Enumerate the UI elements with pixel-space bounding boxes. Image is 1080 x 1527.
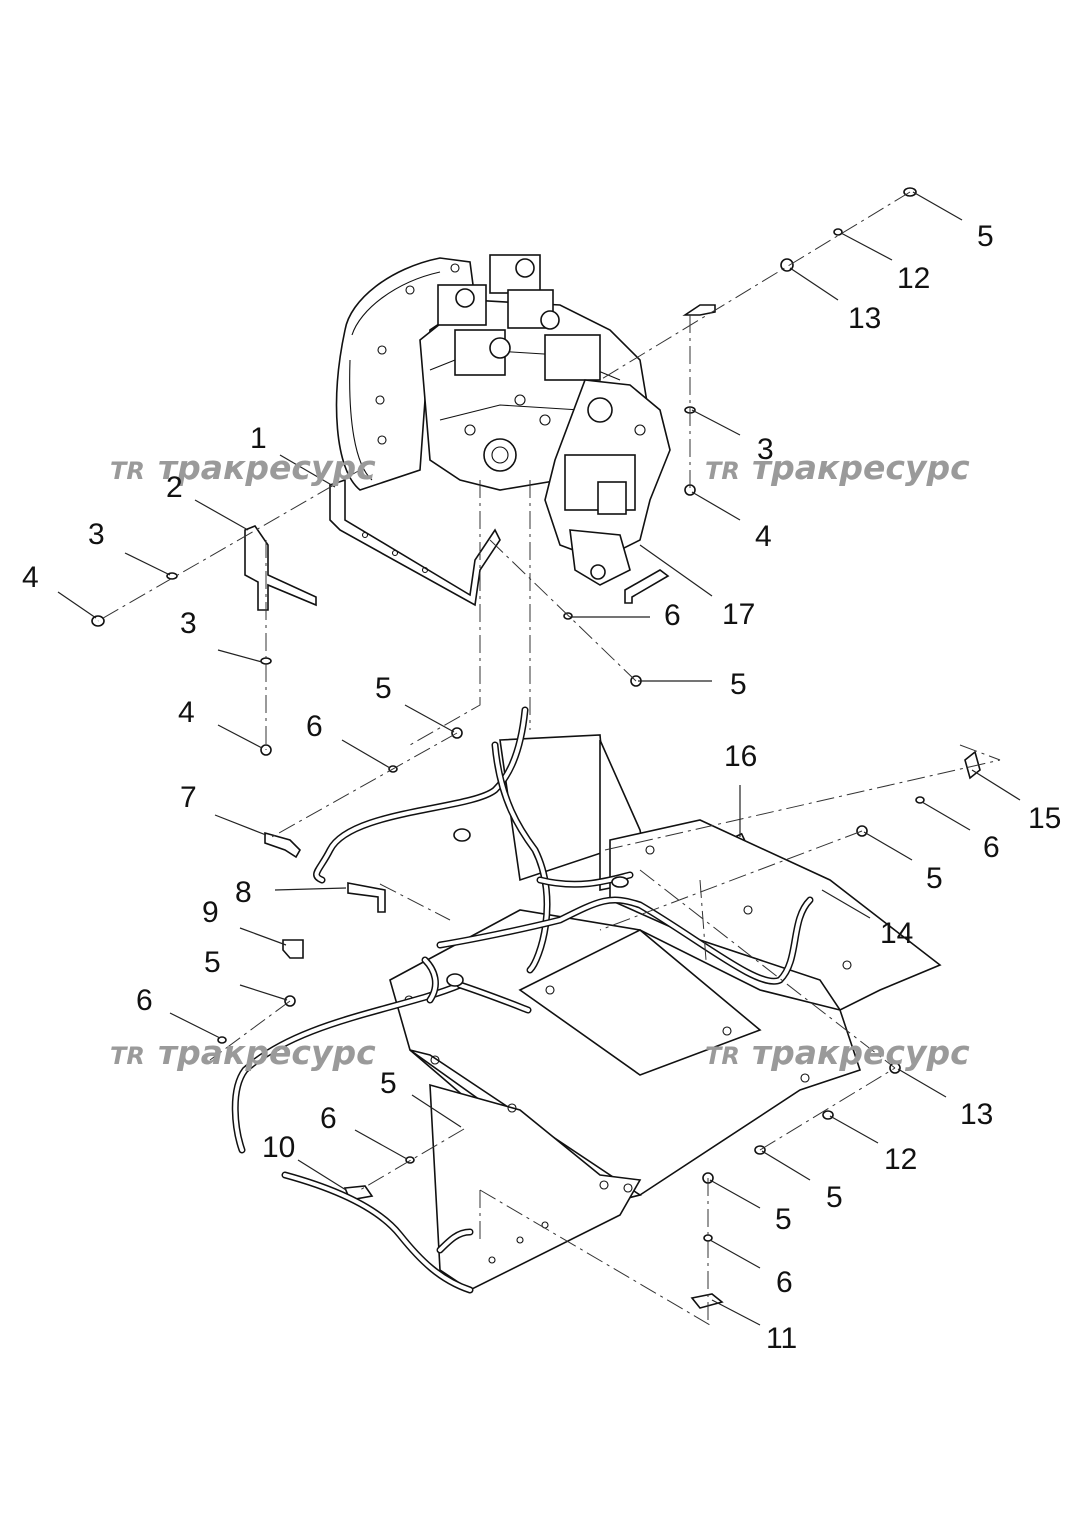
hydraulic-pump-assembly <box>335 254 671 586</box>
callout-12: 12 <box>897 262 930 295</box>
callout-12: 12 <box>884 1143 917 1176</box>
callout-6: 6 <box>320 1102 337 1135</box>
bracket-2 <box>244 525 317 611</box>
clamp-11 <box>690 1293 724 1309</box>
watermark-bottom-right: ТR тракресурс <box>705 1033 970 1072</box>
callout-14: 14 <box>880 917 913 950</box>
callout-10: 10 <box>262 1131 295 1164</box>
svg-text:тракресурс: тракресурс <box>752 1033 970 1072</box>
bracket-17 <box>624 569 670 604</box>
callout-13: 13 <box>960 1098 993 1131</box>
callout-9: 9 <box>202 896 219 929</box>
assembly-lines <box>97 191 1001 1326</box>
clamp-7 <box>264 831 301 859</box>
svg-text:ТR: ТR <box>110 1042 145 1070</box>
clip-9 <box>282 939 304 959</box>
svg-text:тракресурс: тракресурс <box>752 448 970 487</box>
callout-11: 11 <box>766 1322 797 1355</box>
leader-lines <box>57 191 1021 1326</box>
callout-8: 8 <box>235 876 252 909</box>
callout-5: 5 <box>380 1067 397 1100</box>
callout-4: 4 <box>755 520 772 553</box>
svg-text:ТR: ТR <box>705 457 740 485</box>
callout-6: 6 <box>776 1266 793 1299</box>
callout-2: 2 <box>166 471 183 504</box>
callout-4: 4 <box>22 561 39 594</box>
svg-text:ТR: ТR <box>110 457 145 485</box>
svg-text:ТR: ТR <box>705 1042 740 1070</box>
callout-3: 3 <box>757 433 774 466</box>
callout-6: 6 <box>136 984 153 1017</box>
callout-7: 7 <box>180 781 197 814</box>
callout-1: 1 <box>250 422 267 455</box>
callout-17: 17 <box>722 598 755 631</box>
callout-4: 4 <box>178 696 195 729</box>
callout-5: 5 <box>730 668 747 701</box>
bracket-8 <box>347 882 386 913</box>
watermark-bottom-left: ТR тракресурс <box>110 1033 376 1072</box>
callout-5: 5 <box>977 220 994 253</box>
callout-5: 5 <box>375 672 392 705</box>
callout-6: 6 <box>983 831 1000 864</box>
callout-15: 15 <box>1028 802 1061 835</box>
callout-labels: 1 2 3 4 3 4 5 6 7 8 9 5 6 5 6 10 5 12 13… <box>22 220 1061 1355</box>
callout-5: 5 <box>204 946 221 979</box>
callout-6: 6 <box>664 599 681 632</box>
callout-5: 5 <box>775 1203 792 1236</box>
mounting-frame <box>389 734 942 1291</box>
svg-text:тракресурс: тракресурс <box>158 448 376 487</box>
clip-13-top <box>682 258 794 316</box>
callout-5: 5 <box>826 1181 843 1214</box>
callout-5: 5 <box>926 862 943 895</box>
bracket-1 <box>329 478 501 607</box>
hose-harness <box>231 706 814 1294</box>
callout-3: 3 <box>88 518 105 551</box>
callout-13: 13 <box>848 302 881 335</box>
svg-text:тракресурс: тракресурс <box>158 1033 376 1072</box>
watermark-top-right: ТR тракресурс <box>705 448 970 487</box>
callout-16: 16 <box>724 740 757 773</box>
callout-6: 6 <box>306 710 323 743</box>
clamp-15 <box>964 750 981 780</box>
watermark-top-left: ТR тракресурс <box>110 448 376 487</box>
callout-3: 3 <box>180 607 197 640</box>
